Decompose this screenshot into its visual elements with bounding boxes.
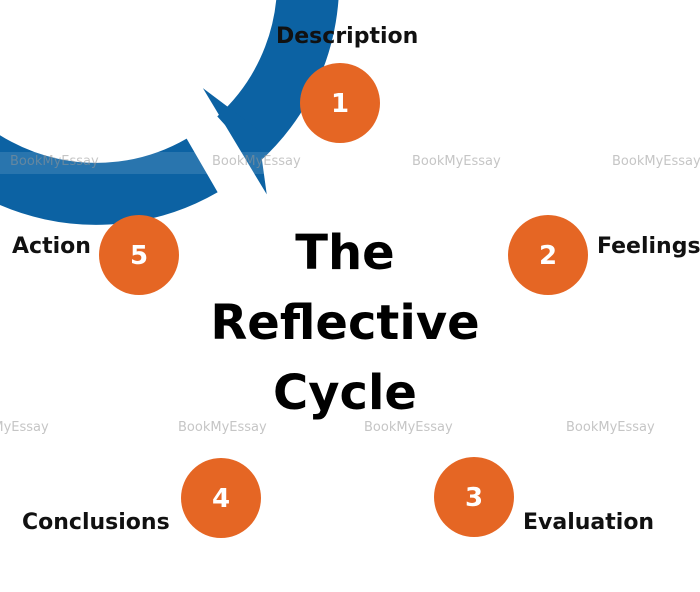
stage-label-description: Description bbox=[276, 24, 419, 49]
stage-node-evaluation: 3 bbox=[434, 457, 514, 537]
arrowhead-icon bbox=[202, 88, 267, 195]
cycle-ring bbox=[0, 0, 339, 225]
stage-number: 3 bbox=[465, 483, 483, 513]
stage-number: 2 bbox=[539, 241, 557, 271]
stage-number: 1 bbox=[331, 89, 349, 119]
stage-node-circle bbox=[300, 63, 380, 143]
stage-node-conclusions: 4 bbox=[181, 458, 261, 538]
watermark: BookMyEssay bbox=[10, 154, 99, 169]
watermark: BookMyEssay bbox=[612, 154, 700, 169]
watermark: BookMyEssay bbox=[566, 420, 655, 435]
watermark: BookMyEssay bbox=[0, 420, 49, 435]
stage-node-circle bbox=[434, 457, 514, 537]
title-line: Cycle bbox=[273, 365, 417, 421]
stage-label-evaluation: Evaluation bbox=[523, 510, 655, 535]
stage-label-feelings: Feelings bbox=[597, 234, 700, 259]
stage-number: 5 bbox=[130, 241, 148, 271]
stage-label-action: Action bbox=[12, 234, 91, 259]
stage-node-circle bbox=[99, 215, 179, 295]
stage-node-circle bbox=[508, 215, 588, 295]
title-line: Reflective bbox=[210, 295, 480, 351]
stage-node-action: 5 bbox=[99, 215, 179, 295]
stage-number: 4 bbox=[212, 484, 230, 514]
stage-node-description: 1 bbox=[300, 63, 380, 143]
watermark: BookMyEssay bbox=[364, 420, 453, 435]
diagram-title: The Reflective Cycle bbox=[200, 218, 490, 428]
stage-label-conclusions: Conclusions bbox=[22, 510, 170, 535]
title-line: The bbox=[295, 225, 395, 281]
watermark: BookMyEssay bbox=[212, 154, 301, 169]
watermark: BookMyEssay bbox=[178, 420, 267, 435]
stage-node-feelings: 2 bbox=[508, 215, 588, 295]
watermark: BookMyEssay bbox=[412, 154, 501, 169]
stage-node-circle bbox=[181, 458, 261, 538]
